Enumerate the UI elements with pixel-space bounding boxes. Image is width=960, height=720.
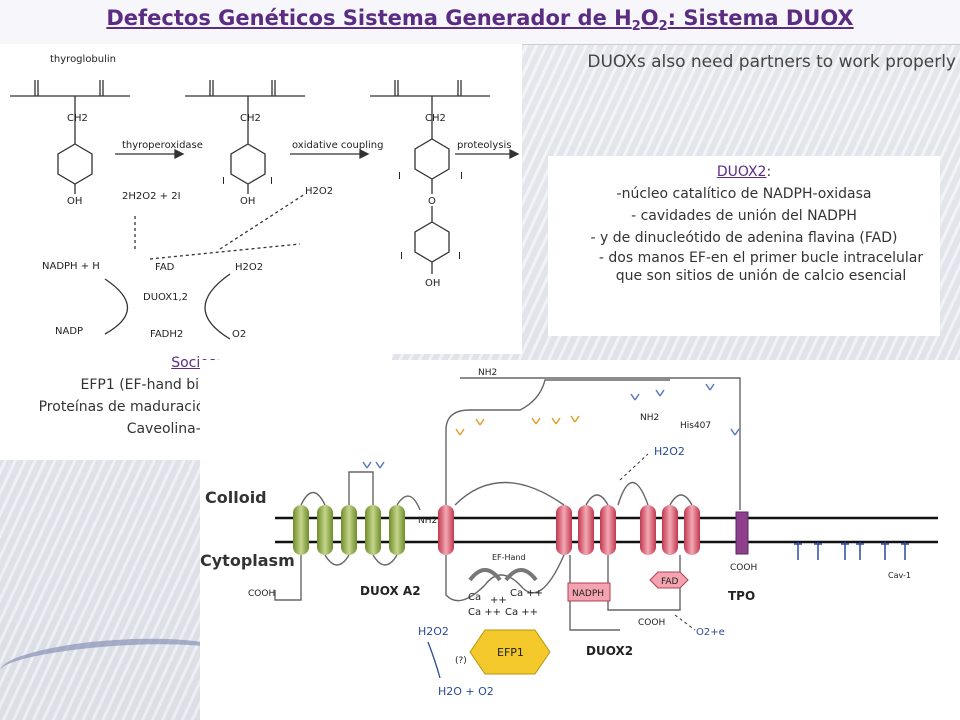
fad-hexagon xyxy=(649,571,689,589)
duox12-label: DUOX1,2 xyxy=(143,292,188,303)
tpo-cooh-label: COOH xyxy=(730,563,757,573)
nadph-box-label: NADPH xyxy=(572,589,604,599)
oh-label-3: OH xyxy=(425,278,440,289)
duoxa2-label: DUOX A2 xyxy=(360,584,421,598)
proteolysis-label: proteolysis xyxy=(457,140,511,151)
glycosylation-marks xyxy=(455,415,580,436)
question-label: (?) xyxy=(455,656,467,666)
duox2-feature: -núcleo catalítico de NADPH-oxidasa xyxy=(616,186,872,202)
ch2-label-3: CH2 xyxy=(425,113,446,124)
ch2-label-2: CH2 xyxy=(240,113,261,124)
duoxa2-helices xyxy=(293,505,405,555)
nh2-tpo-label: NH2 xyxy=(640,413,659,423)
slide-title: Defectos Genéticos Sistema Generador de … xyxy=(106,6,854,35)
duox2-feature-ef-hands: - dos manos EF-en el primer bucle intrac… xyxy=(598,250,924,284)
duox2-cooh-label: COOH xyxy=(638,618,665,628)
duoxa2-cooh-label: COOH xyxy=(248,589,275,599)
iodine-label-4: I xyxy=(460,171,463,182)
tpo-helix xyxy=(735,511,749,555)
membrane-diagram: Colloid Cytoplasm DUOX A2 COOH xyxy=(200,368,938,698)
h2o2-top-label: H2O2 xyxy=(654,445,685,458)
iodine-label-1: I xyxy=(222,176,225,187)
iodine-label-6: I xyxy=(458,251,461,262)
ef-hand-label: EF-Hand xyxy=(492,553,526,562)
oh-label-1: OH xyxy=(67,196,82,207)
duoxa2-glyco-marks xyxy=(362,461,385,469)
reagent-h2o2-label: H2O2 xyxy=(305,186,333,197)
iodine-label-3: I xyxy=(398,171,401,182)
duox2-feature: - cavidades de unión del NADPH xyxy=(631,208,857,224)
oh-label-2: OH xyxy=(240,196,255,207)
calcium-label-1: Ca xyxy=(468,592,481,603)
duox2-text: DUOX2: -núcleo catalítico de NADPH-oxida… xyxy=(548,161,940,285)
caveolin-markers xyxy=(794,542,909,560)
nadph-box xyxy=(567,582,611,602)
nh2-top-label: NH2 xyxy=(478,368,497,378)
ch2-label-1: CH2 xyxy=(67,113,88,124)
calcium-label-4: Ca ++ xyxy=(505,607,538,618)
fad-label: FAD xyxy=(155,262,175,273)
iodination-reaction-diagram: thyroglobulin thyroperoxidase oxidative … xyxy=(10,54,520,340)
reagent-iodide-label: 2H2O2 + 2I xyxy=(122,191,181,202)
fad-hexagon-label: FAD xyxy=(661,577,679,587)
h2o2-left-label: H2O2 xyxy=(418,625,449,638)
oxidative-coupling-label: oxidative coupling xyxy=(292,140,383,151)
duox2-panel xyxy=(548,156,940,336)
cytoplasm-label: Cytoplasm xyxy=(200,551,295,570)
o2-label: O2 xyxy=(232,329,246,340)
nh2-duoxa2-label: NH2 xyxy=(418,516,437,526)
thyroperoxidase-label: thyroperoxidase xyxy=(122,140,203,151)
duox2-feature: - y de dinucleótido de adenina flavina (… xyxy=(590,230,898,246)
nadp-label: NADP xyxy=(55,326,83,337)
iodine-label-5: I xyxy=(400,251,403,262)
cav1-label: Cav-1 xyxy=(888,571,911,580)
duox2-protein-label: DUOX2 xyxy=(586,644,633,658)
tpo-label: TPO xyxy=(728,589,755,603)
his407-label: His407 xyxy=(680,421,711,431)
duox2-header: DUOX2 xyxy=(716,164,767,180)
iodine-label-2: I xyxy=(270,176,273,187)
nadph-label: NADPH + H xyxy=(42,261,100,272)
calcium-charge-label: ++ xyxy=(490,595,507,606)
efp1-label: EFP1 xyxy=(497,646,524,659)
calcium-label-2: Ca ++ xyxy=(510,588,543,599)
colloid-label: Colloid xyxy=(205,488,267,507)
h2o2-label: H2O2 xyxy=(235,262,263,273)
o2e-label: O2+e xyxy=(696,627,725,638)
slide-subtitle: DUOXs also need partners to work properl… xyxy=(587,52,956,72)
fadh2-label: FADH2 xyxy=(150,329,183,340)
thyroglobulin-label: thyroglobulin xyxy=(50,54,116,65)
title-bar: Defectos Genéticos Sistema Generador de … xyxy=(0,0,960,45)
h2o-o2-label: H2O + O2 xyxy=(438,685,494,698)
calcium-label-3: Ca ++ xyxy=(468,607,501,618)
ether-oxygen-label: O xyxy=(428,196,436,207)
efp1-hexagon xyxy=(469,629,551,675)
duox2-helices xyxy=(438,505,700,555)
